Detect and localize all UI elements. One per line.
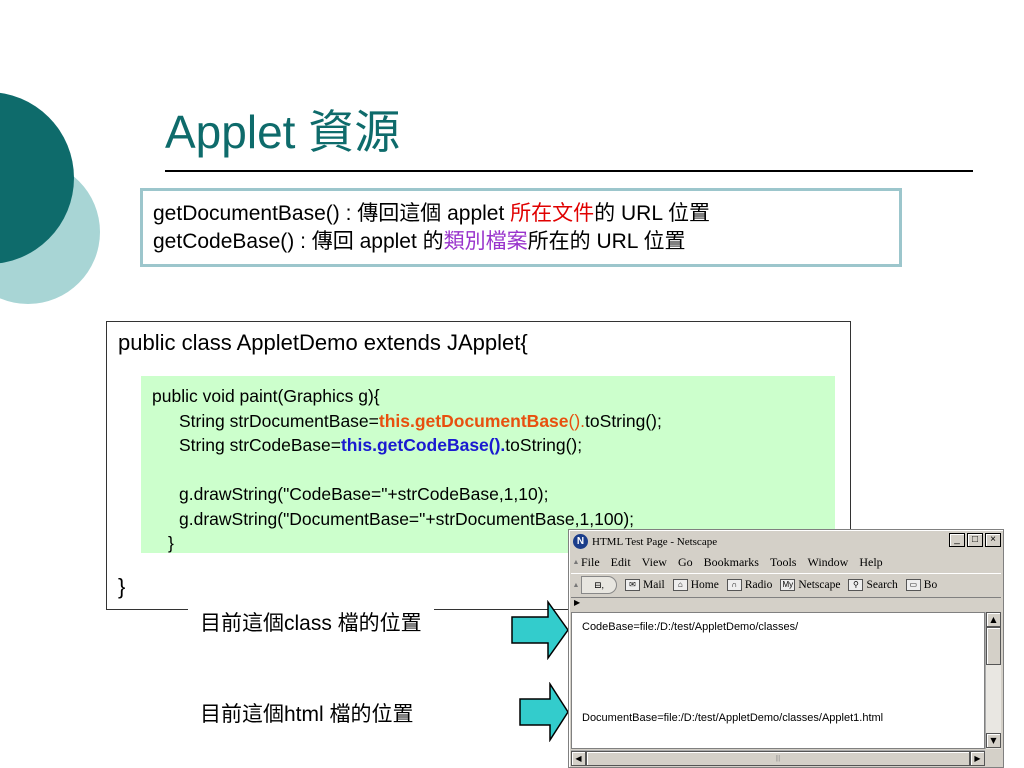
netscape-logo-icon: N <box>573 534 588 549</box>
arrow-right-icon <box>519 682 569 742</box>
browser-subbar: ▶ <box>571 597 1001 611</box>
menu-view[interactable]: View <box>641 554 667 569</box>
bookmarks-button[interactable]: ▭Bo <box>905 578 937 591</box>
documentbase-output: DocumentBase=file:/D:/test/AppletDemo/cl… <box>582 712 884 724</box>
scroll-up-icon[interactable]: ▲ <box>986 612 1001 627</box>
class-close-brace: } <box>118 574 126 599</box>
browser-titlebar: N HTML Test Page - Netscape _ □ × <box>571 532 1001 551</box>
navigation-button[interactable]: ⊟, <box>581 575 617 594</box>
html-location-label: 目前這個html 檔的位置 <box>188 698 426 728</box>
search-button[interactable]: ⚲Search <box>848 578 898 591</box>
paint-method-block: public void paint(Graphics g){ String st… <box>141 376 835 553</box>
highlight-class-file: 類別檔案 <box>443 230 528 253</box>
codebase-output: CodeBase=file:/D:/test/AppletDemo/classe… <box>582 621 799 633</box>
horizontal-scrollbar[interactable]: ◀ ||| ▶ <box>571 750 985 766</box>
slide-title: Applet 資源 <box>165 106 401 158</box>
highlight-document-location: 所在文件 <box>510 202 595 225</box>
headphones-icon: ∩ <box>726 578 742 591</box>
paint-close-brace: } <box>168 533 174 553</box>
menu-tools[interactable]: Tools <box>769 554 797 569</box>
code-blank-line <box>152 458 835 483</box>
menu-window[interactable]: Window <box>807 554 849 569</box>
minimize-icon[interactable]: _ <box>949 533 965 547</box>
browser-menubar: ▲ File Edit View Go Bookmarks Tools Wind… <box>571 553 1001 571</box>
menu-file[interactable]: File <box>581 554 600 569</box>
close-icon[interactable]: × <box>985 533 1001 547</box>
toolbar-grip-icon: ▲ <box>572 558 580 566</box>
folder-icon: ▭ <box>905 578 921 591</box>
browser-window-title: HTML Test Page - Netscape <box>592 535 718 548</box>
class-declaration: public class AppletDemo extends JApplet{ <box>118 330 528 355</box>
scroll-right-icon[interactable]: ▶ <box>970 751 985 766</box>
radio-button[interactable]: ∩Radio <box>726 578 772 591</box>
decorative-circles <box>0 92 100 304</box>
expand-arrow-icon[interactable]: ▶ <box>574 598 581 607</box>
scroll-down-icon[interactable]: ▼ <box>986 733 1001 748</box>
code-line-draw-documentbase: g.drawString("DocumentBase="+strDocument… <box>179 508 635 529</box>
getdocumentbase-description: getDocumentBase() : 傳回這個 applet 所在文件的 UR… <box>153 202 711 225</box>
title-divider <box>165 170 973 172</box>
menu-go[interactable]: Go <box>677 554 693 569</box>
class-location-label: 目前這個class 檔的位置 <box>188 607 434 637</box>
code-line-draw-codebase: g.drawString("CodeBase="+strCodeBase,1,1… <box>179 484 549 504</box>
applet-output-area: CodeBase=file:/D:/test/AppletDemo/classe… <box>571 612 985 749</box>
window-controls: _ □ × <box>949 533 1001 547</box>
toolbar-grip-icon: ▲ <box>572 580 580 589</box>
vertical-scrollbar[interactable]: ▲ ▼ <box>985 612 1001 749</box>
menu-bookmarks[interactable]: Bookmarks <box>703 554 759 569</box>
search-icon: ⚲ <box>848 578 864 591</box>
netscape-browser-window: N HTML Test Page - Netscape _ □ × ▲ File… <box>568 529 1004 768</box>
home-icon: ⌂ <box>672 578 688 591</box>
vertical-scroll-thumb[interactable] <box>986 627 1001 665</box>
menu-edit[interactable]: Edit <box>610 554 631 569</box>
mail-button[interactable]: ✉Mail <box>625 578 665 591</box>
scroll-left-icon[interactable]: ◀ <box>571 751 586 766</box>
maximize-icon[interactable]: □ <box>967 533 983 547</box>
code-line-codebase: String strCodeBase=this.getCodeBase().to… <box>179 435 583 455</box>
getcodebase-description: getCodeBase() : 傳回 applet 的類別檔案所在的 URL 位… <box>153 230 686 253</box>
mail-icon: ✉ <box>625 578 640 591</box>
arrow-right-icon <box>511 600 569 660</box>
paint-declaration: public void paint(Graphics g){ <box>152 386 380 406</box>
my-netscape-icon: My <box>780 578 796 591</box>
home-button[interactable]: ⌂Home <box>672 578 719 591</box>
horizontal-scroll-thumb[interactable]: ||| <box>586 751 970 766</box>
code-line-documentbase: String strDocumentBase=this.getDocumentB… <box>179 410 662 431</box>
menu-help[interactable]: Help <box>859 554 883 569</box>
method-description-box: getDocumentBase() : 傳回這個 applet 所在文件的 UR… <box>140 188 902 267</box>
